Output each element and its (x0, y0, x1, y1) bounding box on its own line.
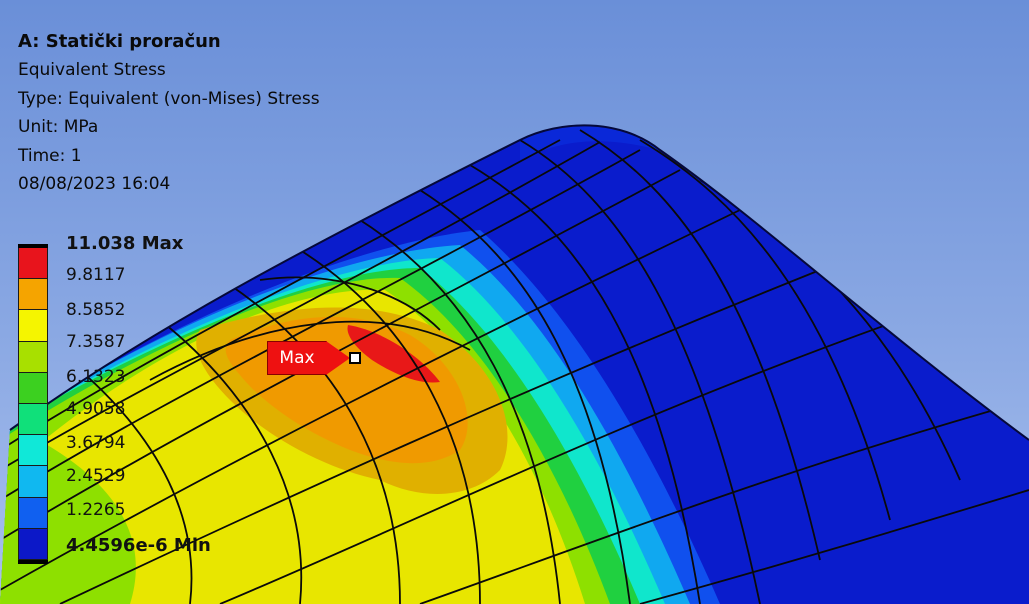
legend-label-min: 4.4596e-6 Min (66, 535, 211, 556)
legend-label-6: 4.9058 (66, 399, 126, 419)
result-date: 08/08/2023 16:04 (18, 174, 171, 194)
shell-edge (9, 124, 1029, 441)
max-probe-point (349, 352, 361, 364)
mesh-lines (0, 129, 1029, 604)
legend-band-5 (18, 372, 48, 404)
legend-label-4: 7.3587 (66, 332, 126, 352)
result-info-panel: A: Statički proračun Equivalent Stress T… (18, 28, 320, 199)
max-probe-pointer (326, 341, 350, 375)
legend-band-7 (18, 435, 48, 467)
legend-band-4 (18, 341, 48, 373)
legend-band-10 (18, 528, 48, 560)
result-time: Time: 1 (18, 145, 82, 166)
legend-band-6 (18, 403, 48, 436)
legend-min-cap (18, 559, 48, 564)
result-name: Equivalent Stress (18, 60, 166, 80)
legend-label-2: 9.8117 (66, 265, 126, 285)
analysis-title: A: Statički proračun (18, 31, 221, 52)
contour-color-legend[interactable] (18, 244, 48, 564)
legend-label-3: 8.5852 (66, 300, 126, 320)
legend-band-2 (18, 279, 48, 311)
legend-max-cap (18, 244, 48, 248)
legend-label-max: 11.038 Max (66, 233, 184, 254)
legend-band-1 (18, 248, 48, 280)
result-unit: Unit: MPa (18, 117, 99, 137)
legend-label-7: 3.6794 (66, 433, 126, 453)
legend-label-5: 6.1323 (66, 367, 126, 387)
legend-band-3 (18, 310, 48, 342)
legend-label-9: 1.2265 (66, 500, 126, 520)
legend-band-9 (18, 497, 48, 529)
max-probe-label: Max (267, 341, 327, 375)
legend-label-8: 2.4529 (66, 466, 126, 486)
legend-band-8 (18, 466, 48, 498)
result-type: Type: Equivalent (von-Mises) Stress (18, 88, 320, 109)
